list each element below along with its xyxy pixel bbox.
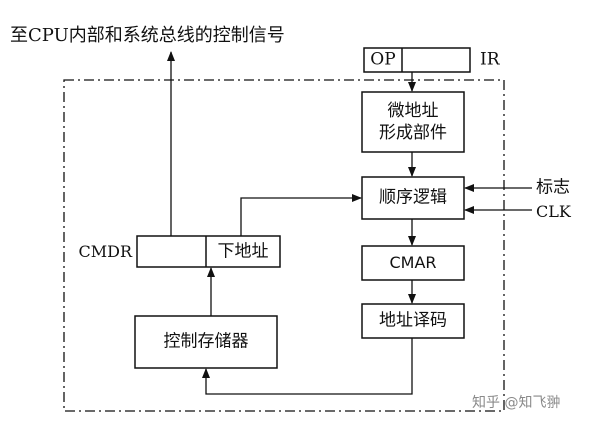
control-unit-boundary xyxy=(63,79,505,412)
flag-input-label: 标志 xyxy=(536,177,570,198)
address-decoder-box xyxy=(361,303,465,339)
watermark: 知乎 @知飞翀 xyxy=(472,395,561,411)
micro-address-unit-line-2: 形成部件 xyxy=(379,123,447,143)
ir-register xyxy=(363,47,471,73)
cmar-box xyxy=(361,245,465,281)
micro-address-unit-box xyxy=(361,91,465,153)
arrow-decoder-to-control-memory xyxy=(202,338,413,395)
address-decoder-label: 地址译码 xyxy=(379,310,447,331)
control-memory-box xyxy=(134,315,278,369)
sequence-logic-label: 顺序逻辑 xyxy=(379,187,447,208)
ir-op-label: OP xyxy=(370,49,396,70)
micro-address-unit-line-1: 微地址 xyxy=(387,100,439,121)
cmar-label: CMAR xyxy=(389,253,437,272)
cmdr-register xyxy=(136,235,281,268)
control-memory-label: 控制存储器 xyxy=(163,331,249,352)
top-control-signals-label: 至CPU内部和系统总线的控制信号 xyxy=(10,25,285,46)
cmdr-label: CMDR xyxy=(78,242,133,261)
sequence-logic-box xyxy=(361,176,465,220)
ir-label: IR xyxy=(480,49,500,70)
arrow-next-address-to-sequence xyxy=(240,194,362,236)
clk-input-label: CLK xyxy=(536,202,571,221)
next-address-label: 下地址 xyxy=(217,241,269,262)
micro-address-unit-label: 微地址 形成部件 xyxy=(379,100,447,144)
